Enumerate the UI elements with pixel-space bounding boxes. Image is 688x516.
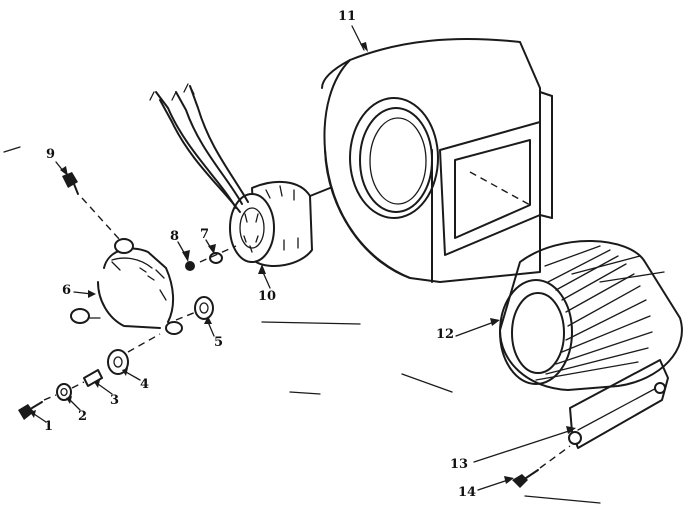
motor-wire (175, 91, 243, 205)
motor-wire (155, 91, 237, 209)
stray-mark (3, 146, 21, 153)
grommet-large-part (107, 349, 129, 375)
mount-band-ear (114, 238, 134, 254)
stray-mark (261, 321, 361, 325)
housing-inlet-ring (349, 97, 439, 219)
wheel-rim-front (499, 279, 573, 385)
callout-3: 3 (110, 393, 120, 408)
callout-13: 13 (450, 457, 469, 472)
sleeve-part (83, 369, 103, 387)
washer-part (56, 383, 72, 401)
bolt-small-part (18, 401, 43, 420)
nut-part (185, 261, 195, 271)
callout-9: 9 (46, 147, 56, 162)
callout-10: 10 (258, 289, 277, 304)
callout-4: 4 (140, 377, 150, 392)
motor (149, 83, 331, 267)
motor-end-bell (229, 193, 275, 263)
blower-housing (321, 38, 553, 283)
motor-wire (189, 85, 249, 203)
screw-part (512, 445, 571, 488)
motor-wire (159, 99, 241, 213)
callout-12: 12 (436, 327, 455, 342)
mount-band-ear (165, 321, 183, 335)
callout-1: 1 (44, 419, 54, 434)
callout-5: 5 (214, 335, 224, 350)
callout-2: 2 (78, 409, 88, 424)
blower-wheel (499, 240, 683, 391)
stray-mark (289, 391, 321, 395)
bolt-part (62, 172, 121, 241)
cutoff-plate (568, 359, 669, 449)
callout-7: 7 (200, 227, 210, 242)
stray-mark (524, 495, 601, 504)
callout-11: 11 (338, 9, 357, 24)
callout-6: 6 (62, 283, 72, 298)
grommet-part (194, 296, 214, 320)
callout-14: 14 (458, 485, 477, 500)
callout-8: 8 (170, 229, 180, 244)
leader-lines (30, 25, 576, 491)
mount-band-ear (70, 308, 90, 324)
motor-mount-band (70, 238, 183, 335)
stray-mark (401, 373, 453, 393)
